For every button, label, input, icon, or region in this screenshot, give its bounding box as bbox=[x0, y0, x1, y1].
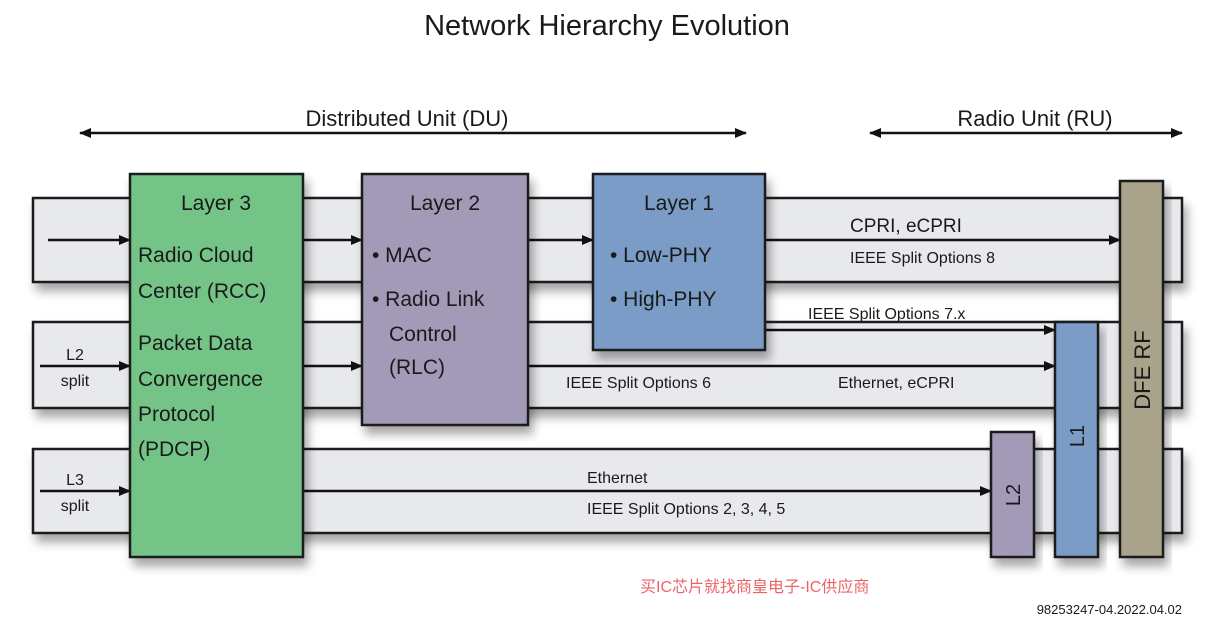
link-opt8: IEEE Split Options 8 bbox=[850, 250, 995, 267]
dfe-rf-block: DFE RF bbox=[1118, 179, 1165, 559]
layer2-line: (RLC) bbox=[389, 356, 445, 379]
layer1-line: • Low-PHY bbox=[610, 244, 712, 267]
l2-label: L2 bbox=[1003, 484, 1025, 506]
footer-id: 98253247-04.2022.04.02 bbox=[1037, 602, 1182, 617]
layer3-title: Layer 3 bbox=[181, 192, 251, 215]
l3-split-label: L3 bbox=[66, 472, 84, 489]
link-cpri: CPRI, eCPRI bbox=[850, 216, 962, 237]
layer2-line: • Radio Link bbox=[372, 288, 485, 311]
layer1-line: • High-PHY bbox=[610, 288, 717, 311]
layer1-title: Layer 1 bbox=[644, 192, 714, 215]
l2-split-label: L2 bbox=[66, 347, 84, 364]
dfe-rf-label: DFE RF bbox=[1130, 330, 1155, 409]
layer3-line: Packet Data bbox=[138, 332, 253, 355]
l2-split-label-2: split bbox=[61, 373, 90, 390]
link-opt2345: IEEE Split Options 2, 3, 4, 5 bbox=[587, 501, 785, 518]
l1-label: L1 bbox=[1067, 425, 1089, 447]
l2-block: L2 bbox=[989, 430, 1036, 559]
link-opt7x: IEEE Split Options 7.x bbox=[808, 306, 965, 323]
ru-span-label: Radio Unit (RU) bbox=[957, 106, 1112, 131]
layer3-line: Center (RCC) bbox=[138, 280, 266, 303]
layer3-line: Protocol bbox=[138, 403, 215, 426]
l3-split-label-2: split bbox=[61, 498, 90, 515]
layer2-line: Control bbox=[389, 323, 457, 346]
link-eth-ecpri: Ethernet, eCPRI bbox=[838, 375, 955, 392]
layer1-block: Layer 1 • Low-PHY • High-PHY bbox=[591, 172, 767, 352]
l1-block: L1 bbox=[1053, 320, 1100, 559]
layer3-line: Convergence bbox=[138, 368, 263, 391]
layer2-block: Layer 2 • MAC • Radio Link Control (RLC) bbox=[360, 172, 530, 427]
layer3-block: Layer 3 Radio Cloud Center (RCC) Packet … bbox=[128, 172, 305, 559]
watermark: 买IC芯片就找商皇电子-IC供应商 bbox=[640, 577, 869, 596]
link-ethernet: Ethernet bbox=[587, 470, 648, 487]
layer3-line: Radio Cloud bbox=[138, 244, 254, 267]
link-opt6: IEEE Split Options 6 bbox=[566, 375, 711, 392]
layer3-line: (PDCP) bbox=[138, 438, 210, 461]
layer2-title: Layer 2 bbox=[410, 192, 480, 215]
du-span-label: Distributed Unit (DU) bbox=[306, 106, 509, 131]
layer2-line: • MAC bbox=[372, 244, 432, 267]
diagram-title: Network Hierarchy Evolution bbox=[424, 10, 790, 42]
